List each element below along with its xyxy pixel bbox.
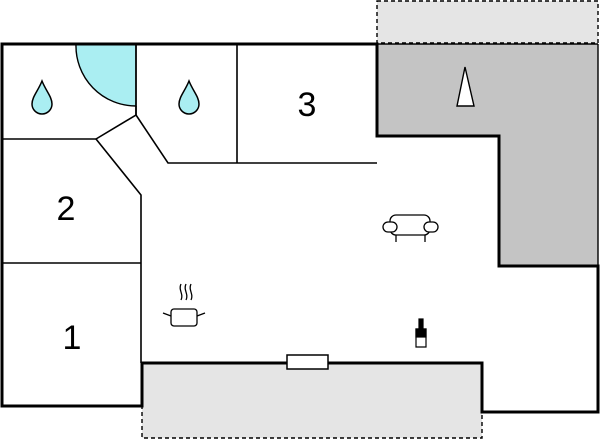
room-number: 2 — [57, 190, 76, 228]
terrace — [377, 44, 598, 266]
outdoor-area-top — [376, 0, 599, 44]
shower — [75, 43, 137, 107]
water-drop-icon — [31, 78, 53, 115]
cooking-pot-icon — [162, 283, 206, 327]
interior-walls — [2, 44, 377, 363]
outer-walls — [0, 42, 600, 414]
window — [286, 354, 329, 370]
room-number: 1 — [63, 319, 82, 357]
tree-icon — [456, 66, 475, 107]
sofa-icon — [382, 214, 439, 242]
wine-bottle-icon — [415, 318, 427, 348]
outdoor-area-bottom — [141, 362, 483, 439]
room-number: 3 — [298, 86, 317, 124]
water-drop-icon — [178, 78, 200, 115]
